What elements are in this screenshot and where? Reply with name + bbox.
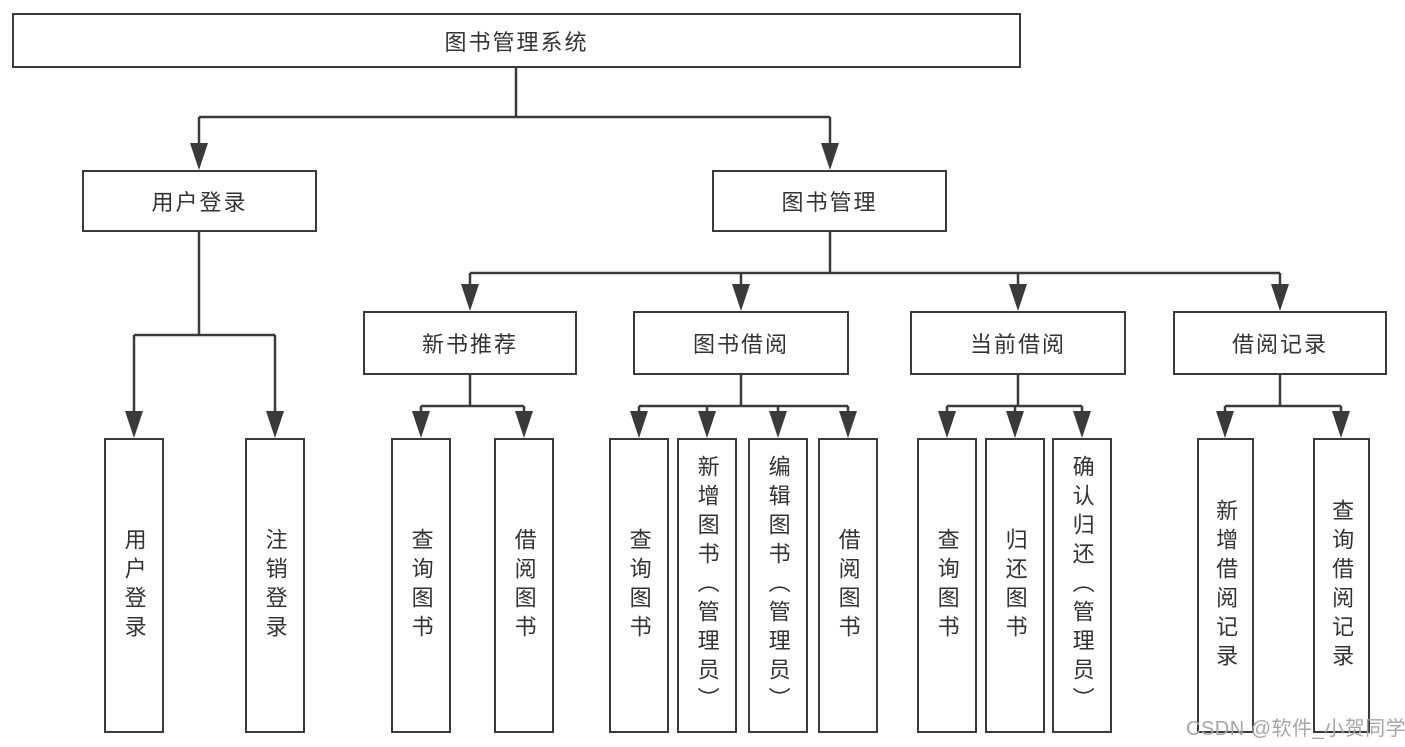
node-system-root: 图书管理系统 xyxy=(12,13,1021,68)
node-borrowing-records: 借阅记录 xyxy=(1173,311,1387,375)
node-label: 新书推荐 xyxy=(421,332,518,357)
node-query-books-current: 查询图书 xyxy=(917,438,977,733)
node-book-borrowing: 图书借阅 xyxy=(633,311,849,375)
node-label: 查询图书 xyxy=(408,527,434,644)
node-label: 用户登录 xyxy=(151,190,248,215)
node-borrow-books-leaf: 借阅图书 xyxy=(818,438,878,733)
node-add-book-admin: 新增图书（管理员） xyxy=(677,438,737,733)
arrowhead-icons xyxy=(125,143,1350,438)
node-new-book-recommendation: 新书推荐 xyxy=(363,311,577,375)
node-label: 查询图书 xyxy=(934,527,960,644)
node-current-borrowing: 当前借阅 xyxy=(910,311,1126,375)
node-label: 借阅图书 xyxy=(511,527,537,644)
node-borrow-books-recommend: 借阅图书 xyxy=(494,438,554,733)
node-label: 归还图书 xyxy=(1002,527,1028,644)
node-query-books-recommend: 查询图书 xyxy=(391,438,451,733)
node-label: 当前借阅 xyxy=(969,332,1066,357)
node-user-login-leaf: 用户登录 xyxy=(104,438,164,733)
node-confirm-return-admin: 确认归还（管理员） xyxy=(1052,438,1112,733)
node-label: 查询图书 xyxy=(626,527,652,644)
node-label: 借阅记录 xyxy=(1231,332,1328,357)
node-label: 确认归还（管理员） xyxy=(1069,455,1095,716)
node-label: 注销登录 xyxy=(262,527,288,644)
node-query-books-borrowing: 查询图书 xyxy=(609,438,669,733)
node-label: 图书借阅 xyxy=(692,332,789,357)
node-label: 查询借阅记录 xyxy=(1329,498,1355,673)
node-label: 新增图书（管理员） xyxy=(694,455,720,716)
node-add-borrow-record: 新增借阅记录 xyxy=(1197,438,1254,733)
node-label: 新增借阅记录 xyxy=(1213,498,1239,673)
node-label: 借阅图书 xyxy=(835,527,861,644)
node-label: 编辑图书（管理员） xyxy=(765,455,791,716)
node-book-management: 图书管理 xyxy=(712,170,947,232)
watermark: CSDN @软件_小贺同学 xyxy=(1186,718,1405,740)
node-label: 图书管理系统 xyxy=(444,29,589,55)
node-logout-leaf: 注销登录 xyxy=(245,438,305,733)
node-query-borrow-record: 查询借阅记录 xyxy=(1313,438,1370,733)
node-return-books: 归还图书 xyxy=(985,438,1045,733)
node-edit-book-admin: 编辑图书（管理员） xyxy=(748,438,808,733)
node-label: 用户登录 xyxy=(121,527,147,644)
node-user-login: 用户登录 xyxy=(82,170,317,232)
node-label: 图书管理 xyxy=(781,190,878,215)
